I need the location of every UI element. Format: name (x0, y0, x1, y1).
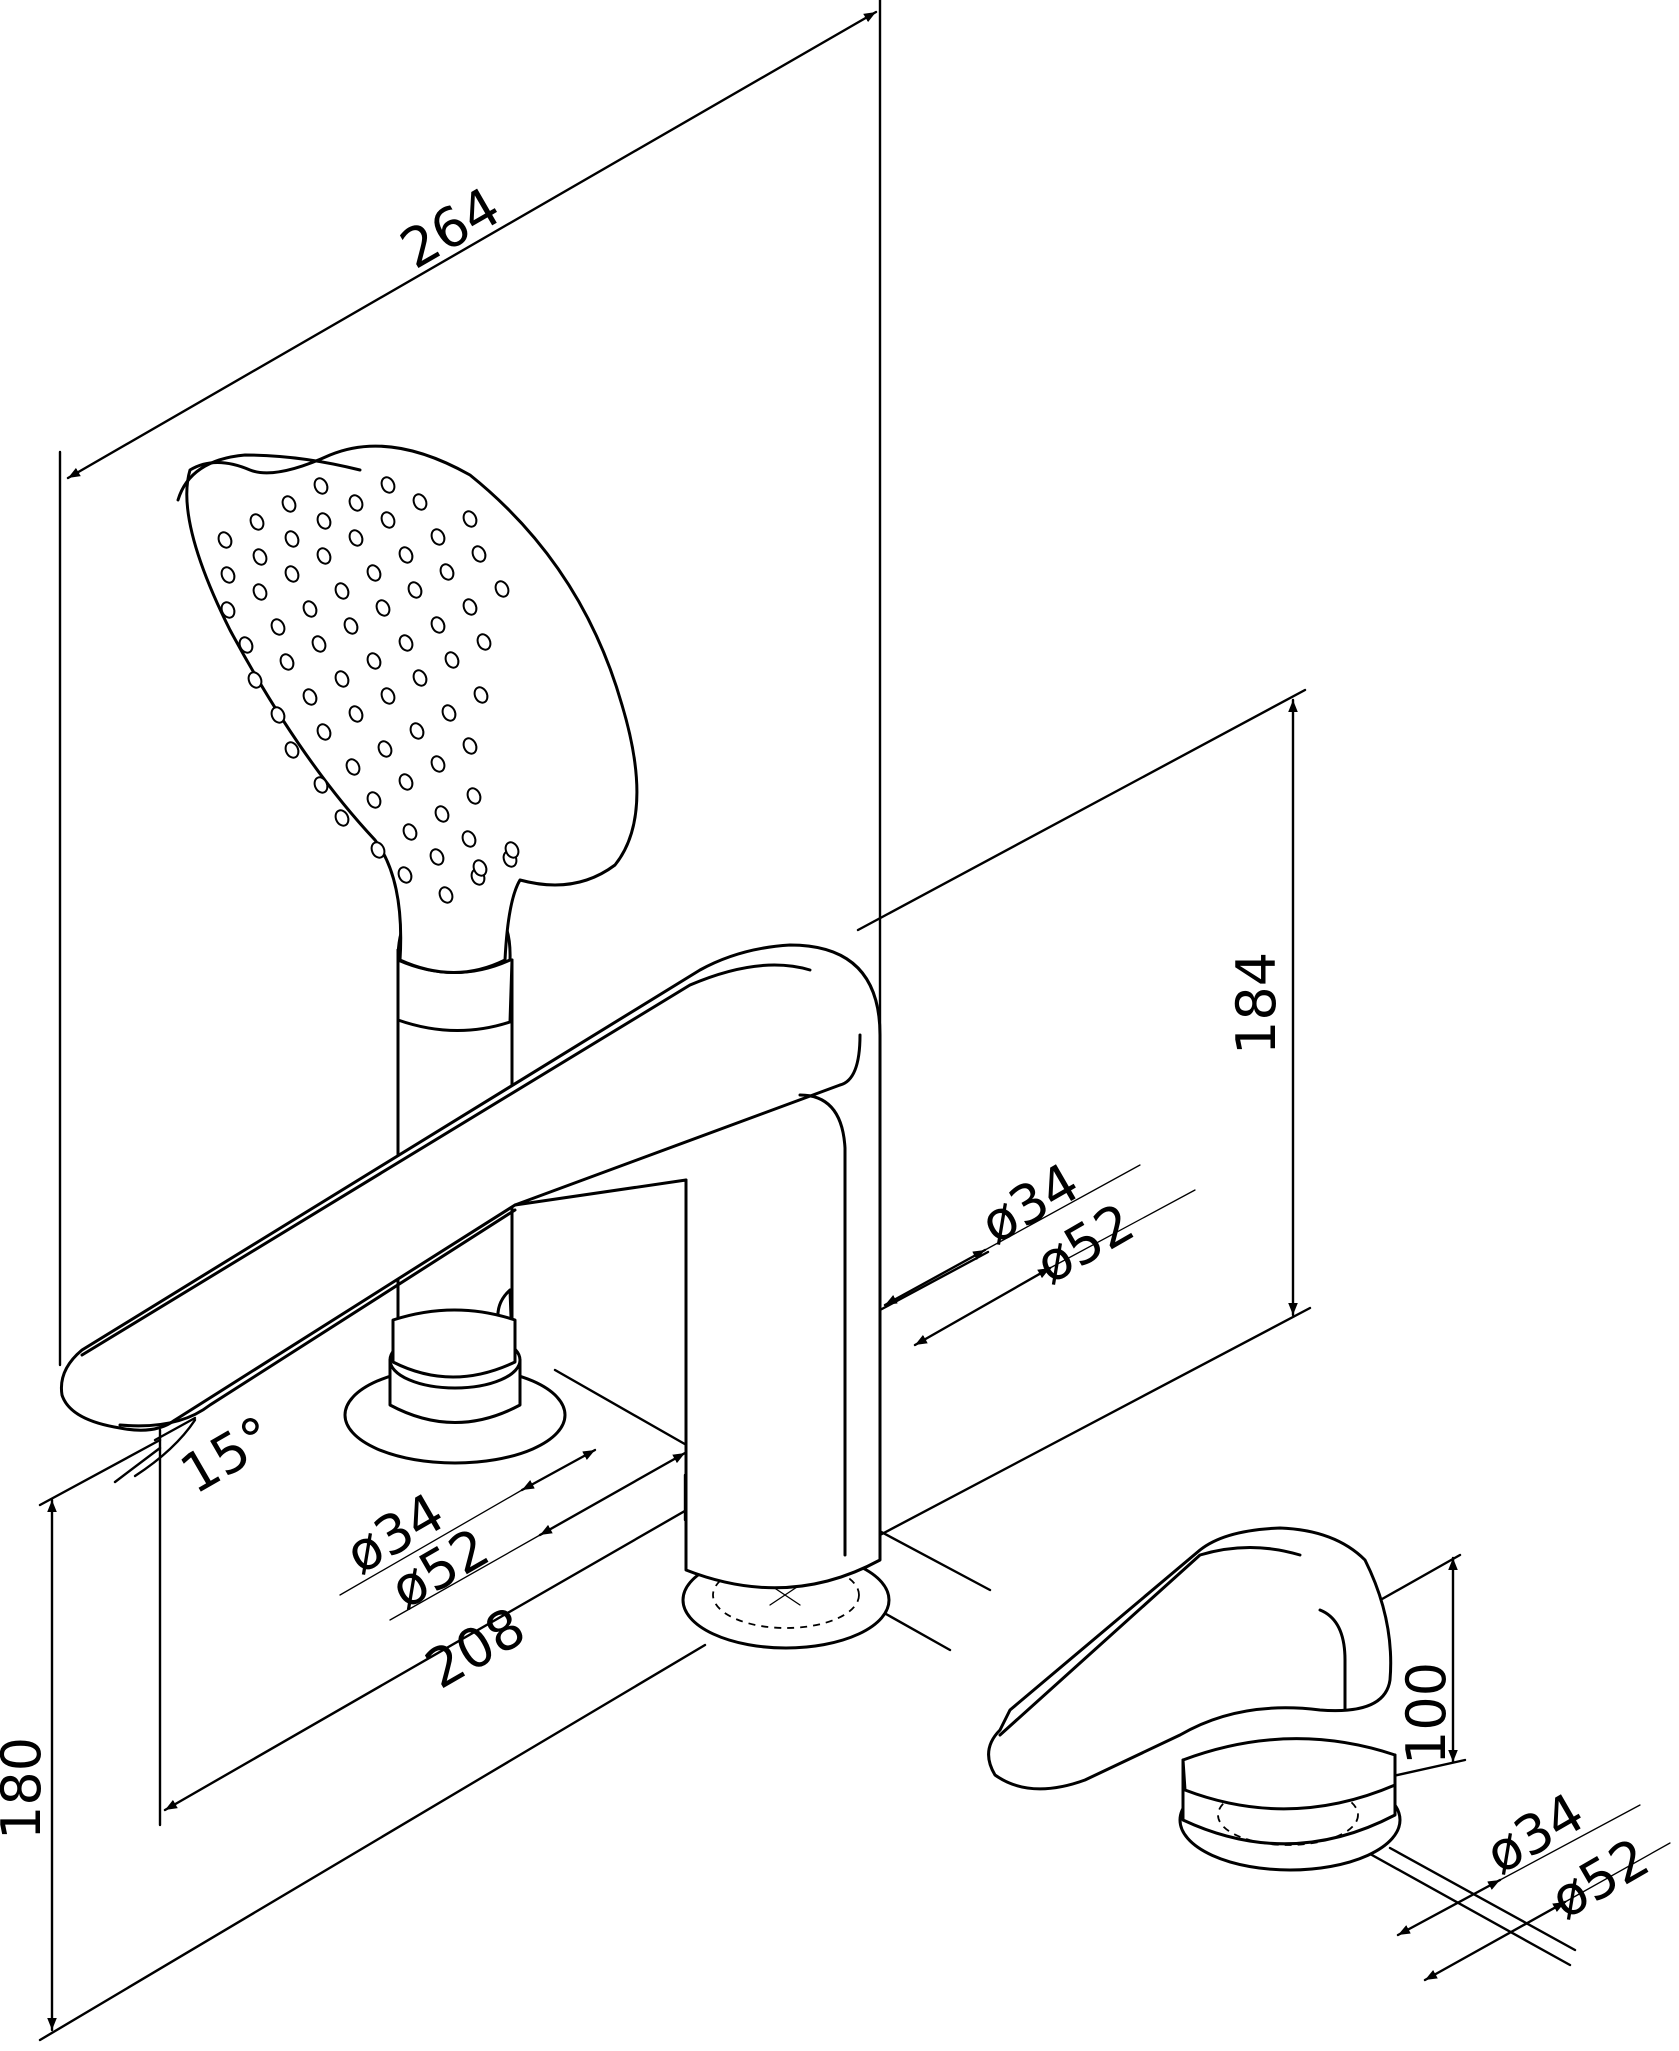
nozzle-hole (462, 510, 478, 528)
nozzle-hole (375, 599, 391, 617)
dim-100: 100 (1395, 1662, 1458, 1765)
nozzle-hole (249, 513, 265, 531)
nozzle-hole (462, 737, 478, 755)
nozzle-hole (377, 740, 393, 758)
nozzle-hole (397, 866, 413, 884)
nozzle-hole (472, 859, 488, 877)
nozzle-hole (313, 776, 329, 794)
nozzle-hole (407, 581, 423, 599)
lever-mixer (987, 1526, 1402, 1872)
nozzle-hole (471, 545, 487, 563)
dim-264: 264 (390, 175, 511, 281)
nozzle-hole (398, 634, 414, 652)
nozzle-hole (247, 671, 263, 689)
nozzle-hole (316, 723, 332, 741)
nozzle-hole (279, 653, 295, 671)
nozzle-hole (343, 617, 359, 635)
nozzle-hole (398, 546, 414, 564)
nozzle-hole (504, 841, 520, 859)
nozzle-hole (380, 476, 396, 494)
nozzle-hole (284, 530, 300, 548)
nozzle-hole (494, 580, 510, 598)
nozzle-hole (348, 705, 364, 723)
nozzle-hole (302, 600, 318, 618)
nozzle-hole (366, 652, 382, 670)
nozzle-hole (444, 651, 460, 669)
dim-184: 184 (1225, 952, 1288, 1055)
nozzle-hole (284, 565, 300, 583)
nozzle-hole (270, 706, 286, 724)
nozzle-hole (409, 722, 425, 740)
nozzle-hole (439, 563, 455, 581)
nozzle-hole (466, 787, 482, 805)
nozzle-hole (430, 755, 446, 773)
nozzle-hole (302, 688, 318, 706)
nozzle-hole (334, 670, 350, 688)
nozzle-hole (348, 494, 364, 512)
dim-208: 208 (415, 1595, 536, 1701)
nozzle-hole (334, 809, 350, 827)
nozzle-hole (398, 773, 414, 791)
nozzle-hole (252, 583, 268, 601)
nozzle-hole (348, 529, 364, 547)
nozzle-hole (441, 704, 457, 722)
nozzle-hole (366, 791, 382, 809)
nozzle-hole (284, 741, 300, 759)
nozzle-hole (429, 848, 445, 866)
nozzle-hole (334, 582, 350, 600)
nozzle-hole (281, 495, 297, 513)
nozzle-hole (220, 601, 236, 619)
nozzle-hole (316, 512, 332, 530)
nozzle-hole (345, 758, 361, 776)
nozzle-hole (430, 616, 446, 634)
nozzle-hole (438, 886, 454, 904)
nozzle-hole (430, 528, 446, 546)
dimension-lines (47, 10, 1671, 2032)
nozzle-hole (217, 531, 233, 549)
nozzle-hole (412, 669, 428, 687)
nozzle-hole (313, 477, 329, 495)
nozzle-hole (434, 805, 450, 823)
nozzle-hole (252, 548, 268, 566)
nozzle-hole (462, 598, 478, 616)
nozzle-hole (380, 511, 396, 529)
dim-180: 180 (0, 1737, 53, 1840)
nozzle-hole (316, 547, 332, 565)
bath-spout (59, 943, 891, 1650)
nozzle-hole (380, 687, 396, 705)
shower-base (343, 1308, 567, 1465)
nozzle-hole (311, 635, 327, 653)
nozzle-hole (461, 830, 477, 848)
nozzle-hole (476, 633, 492, 651)
nozzle-hole (270, 618, 286, 636)
nozzle-hole (412, 493, 428, 511)
nozzle-hole (473, 686, 489, 704)
shower-nozzles (217, 476, 520, 904)
nozzle-hole (238, 636, 254, 654)
nozzle-hole (370, 841, 386, 859)
nozzle-hole (366, 564, 382, 582)
nozzle-hole (402, 823, 418, 841)
nozzle-hole (220, 566, 236, 584)
